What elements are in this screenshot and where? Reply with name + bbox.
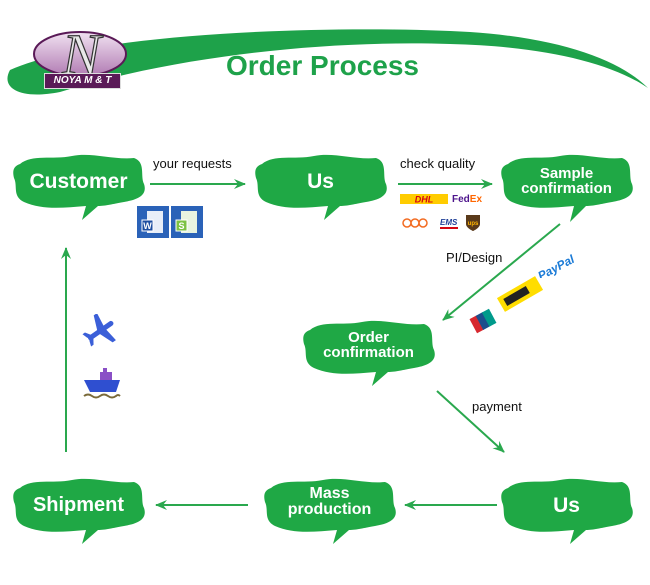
step-label: Shipment [32, 494, 125, 516]
step-customer: Customer [12, 152, 145, 220]
step-label: Mass production [263, 486, 396, 518]
header-swoosh [7, 29, 648, 95]
arrow-pi-design [442, 223, 561, 321]
unionpay-logo-icon [469, 308, 497, 334]
arrow-payment [436, 390, 505, 453]
svg-text:ups: ups [468, 221, 479, 227]
svg-text:FedEx: FedEx [452, 194, 482, 205]
step-label: Us [307, 170, 334, 193]
spreadsheet-icon: S [171, 206, 203, 238]
step-shipment: Shipment [12, 476, 145, 544]
airplane-icon [82, 314, 116, 347]
speech-bubble-icon [501, 154, 633, 222]
step-order-confirmation: Order confirmation [302, 318, 435, 386]
step-label-line1: Order [348, 329, 389, 346]
step-label-line1: Mass [309, 485, 350, 502]
label-payment: payment [472, 399, 522, 414]
speech-bubble-icon [13, 478, 145, 544]
step-label-line2: confirmation [521, 180, 612, 197]
logo-text: NOYA M & T [44, 73, 121, 89]
step-label-line2: confirmation [323, 344, 414, 361]
page-title: Order Process [226, 50, 419, 81]
svg-text:DHL: DHL [415, 195, 434, 205]
step-us-top: Us [254, 152, 387, 220]
step-us-bottom: Us [500, 476, 633, 544]
step-label: Sample confirmation [500, 166, 633, 196]
fedex-logo-icon: FedEx [452, 194, 482, 205]
label-your-requests: your requests [153, 156, 232, 171]
step-label: Order confirmation [302, 330, 435, 360]
speech-bubble-icon [13, 154, 145, 220]
tnt-logo-icon [402, 218, 428, 228]
speech-bubble-icon [501, 478, 633, 544]
step-label: Us [553, 494, 580, 517]
label-pi-design: PI/Design [446, 250, 503, 265]
speech-bubble-icon [255, 154, 387, 220]
svg-text:W: W [143, 221, 152, 231]
step-label-line2: production [287, 501, 372, 518]
svg-text:S: S [178, 221, 184, 231]
ups-logo-icon: ups [466, 215, 480, 231]
speech-bubble-icon [264, 478, 396, 544]
ems-logo-icon: EMS [440, 218, 458, 229]
company-logo: N NOYA M & T [14, 21, 130, 94]
label-check-quality: check quality [400, 156, 476, 171]
dhl-logo-icon: DHL [400, 194, 448, 204]
ship-icon [83, 368, 121, 399]
step-label: Customer [29, 170, 128, 193]
svg-text:EMS: EMS [440, 218, 458, 227]
paypal-logo-icon: PayPal [535, 252, 576, 278]
speech-bubble-icon [303, 320, 435, 386]
step-label-line1: Sample [539, 165, 594, 182]
step-mass-production: Mass production [263, 476, 396, 544]
word-document-icon: W [137, 206, 169, 238]
step-sample-confirmation: Sample confirmation [500, 152, 633, 222]
western-union-logo-icon [496, 276, 544, 312]
